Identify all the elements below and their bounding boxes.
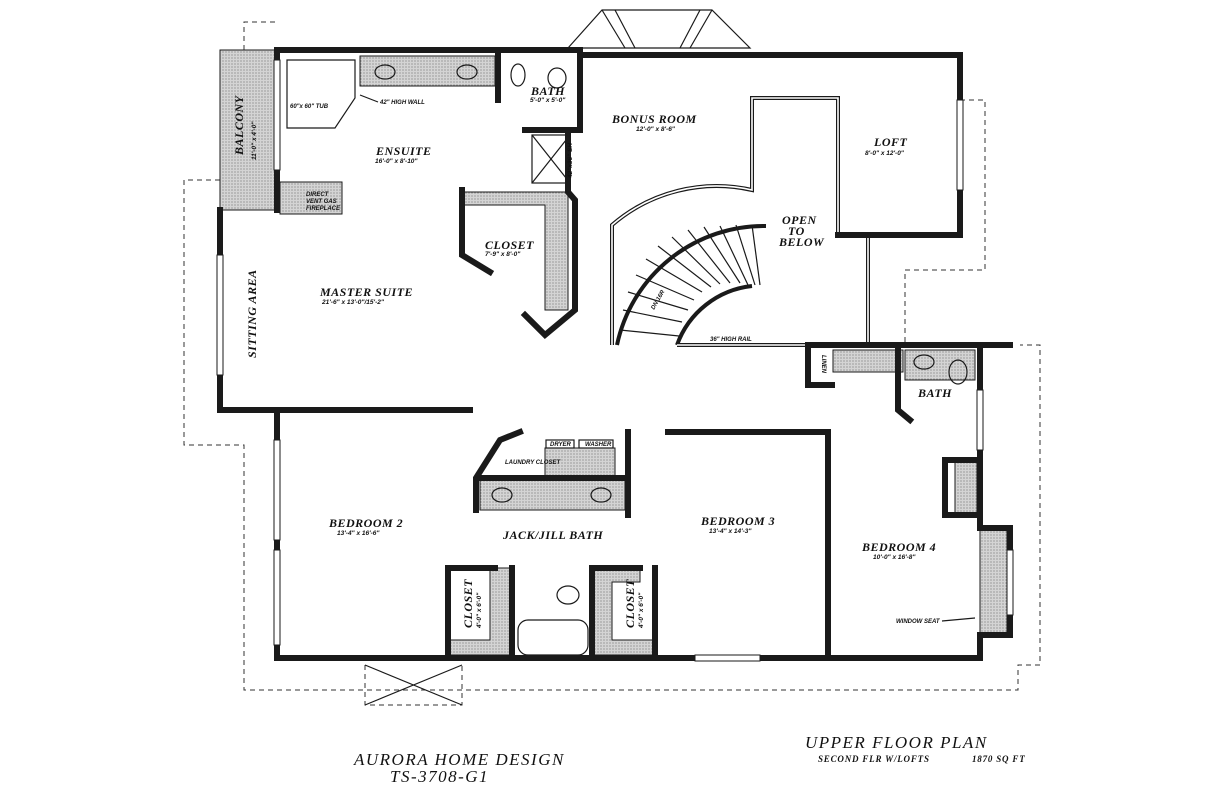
bath4-label: BATH	[917, 386, 952, 400]
high-rail-note: 36" HIGH RAIL	[710, 337, 752, 343]
fireplace-note-1: DIRECT	[306, 192, 330, 198]
window-seat-note: WINDOW SEAT	[896, 619, 941, 625]
fixtures	[286, 59, 968, 656]
plan-subtitle: SECOND FLR W/LOFTS	[818, 754, 930, 764]
linen-label: LINEN	[820, 355, 826, 374]
fireplace-note-3: FIREPLACE	[306, 206, 341, 212]
bonus-room-label: BONUS ROOM	[611, 112, 697, 126]
bedroom2-label: BEDROOM 2	[328, 516, 403, 530]
high-wall-note: 42" HIGH WALL	[379, 100, 425, 106]
corner-tub	[286, 59, 356, 129]
laundry-closet-label: LAUNDRY CLOSET	[505, 460, 561, 466]
master-wc-label: BATH	[530, 84, 565, 98]
bedroom3-dims: 13'-4" x 14'-3"	[709, 528, 752, 535]
roof-dormer	[566, 9, 752, 49]
balcony-deck	[219, 49, 278, 211]
room-labels: BALCONY 11'-0" x 4'-0" ENSUITE 16'-0" x …	[232, 84, 952, 629]
closet-b2-dims: 4'-0" x 6'-0"	[476, 592, 483, 629]
plan-title: UPPER FLOOR PLAN	[805, 733, 988, 752]
bonus-room-dims: 12'-0" x 8'-6"	[636, 126, 676, 133]
closet-b3-dims: 4'-0" x 6'-0"	[638, 592, 645, 629]
open-to-below-2: TO	[788, 224, 805, 238]
balcony-label: BALCONY	[232, 94, 246, 156]
balcony-dims: 11'-0" x 4'-0"	[251, 121, 258, 160]
closet-master-dims: 7'-9" x 8'-0"	[485, 251, 521, 258]
bedroom4-dims: 10'-0" x 16'-8"	[873, 554, 916, 561]
sink	[913, 354, 935, 370]
counters	[279, 55, 1008, 656]
sink	[456, 64, 478, 80]
plan-id: TS-3708-G1	[390, 767, 489, 786]
closet-b2-label: CLOSET	[461, 579, 475, 628]
ensuite-dims: 16'-0" x 8'-10"	[375, 158, 418, 165]
fireplace-note-2: VENT GAS	[306, 199, 337, 205]
sink	[491, 487, 513, 503]
closet-b3-label: CLOSET	[623, 579, 637, 628]
overhang-outline	[183, 21, 1041, 706]
washer-label: WASHER	[585, 442, 612, 448]
sink	[374, 64, 396, 80]
ensuite-label: ENSUITE	[375, 144, 432, 158]
sitting-area-label: SITTING AREA	[245, 269, 259, 358]
company-name: AURORA HOME DESIGN	[353, 750, 565, 769]
bedroom2-dims: 13'-4" x 16'-6"	[337, 530, 380, 537]
jack-jill-bath-label: JACK/JILL BATH	[502, 528, 603, 542]
master-suite-label: MASTER SUITE	[319, 285, 413, 299]
open-to-below-1: OPEN	[782, 213, 818, 227]
toilet	[510, 63, 526, 87]
loft-label: LOFT	[873, 135, 908, 149]
dryer-label: DRYER	[550, 442, 572, 448]
master-wc-dims: 5'-0" x 5'-0"	[530, 97, 566, 104]
tub-note: 60"x 60" TUB	[290, 104, 329, 110]
sink	[590, 487, 612, 503]
shower-dims: 42"x36" SH	[567, 143, 574, 179]
bedroom3-label: BEDROOM 3	[700, 514, 775, 528]
master-suite-dims: 21'-6" x 13'-0"/15'-2"	[321, 299, 385, 306]
toilet	[948, 359, 968, 385]
open-to-below-3: BELOW	[778, 235, 825, 249]
bedroom4-label: BEDROOM 4	[861, 540, 936, 554]
washer	[578, 439, 614, 449]
notes: 60"x 60" TUB 42" HIGH WALL DIRECT VENT G…	[290, 94, 976, 625]
dryer	[545, 439, 575, 449]
toilet	[556, 585, 580, 605]
toilet	[547, 67, 567, 89]
closet-master-label: CLOSET	[485, 238, 534, 252]
curved-staircase	[610, 96, 870, 347]
bathtub	[517, 619, 589, 656]
windows	[216, 59, 1014, 662]
title-block: AURORA HOME DESIGN TS-3708-G1 UPPER FLOO…	[353, 733, 1026, 786]
plan-area: 1870 SQ FT	[972, 754, 1026, 764]
loft-dims: 8'-0" x 12'-0"	[865, 150, 905, 157]
